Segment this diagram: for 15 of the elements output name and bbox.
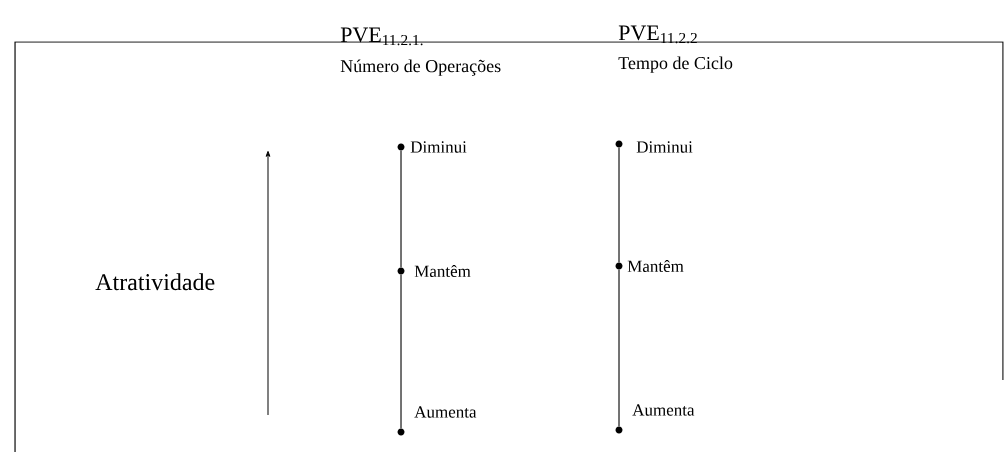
scale-line [618,147,620,263]
scale-level: Aumenta [632,404,695,416]
scale-level: Aumenta [414,406,477,418]
column-heading: Número de Operações [340,59,501,76]
axis-label: Atratividade [95,273,215,291]
scale-line [400,274,402,429]
scale-level: Mantêm [627,260,684,272]
column-heading: PVE$_{11.2.1.}$ [340,27,423,46]
scale-line [618,269,620,427]
scale-line [400,150,402,268]
scale-level: Diminui [636,141,693,153]
column-heading: Tempo de Ciclo [618,56,733,73]
scale-level: Mantêm [414,265,471,277]
column-heading: PVE$_{11.2.2}$ [618,25,697,44]
scale-level: Diminui [410,141,467,153]
